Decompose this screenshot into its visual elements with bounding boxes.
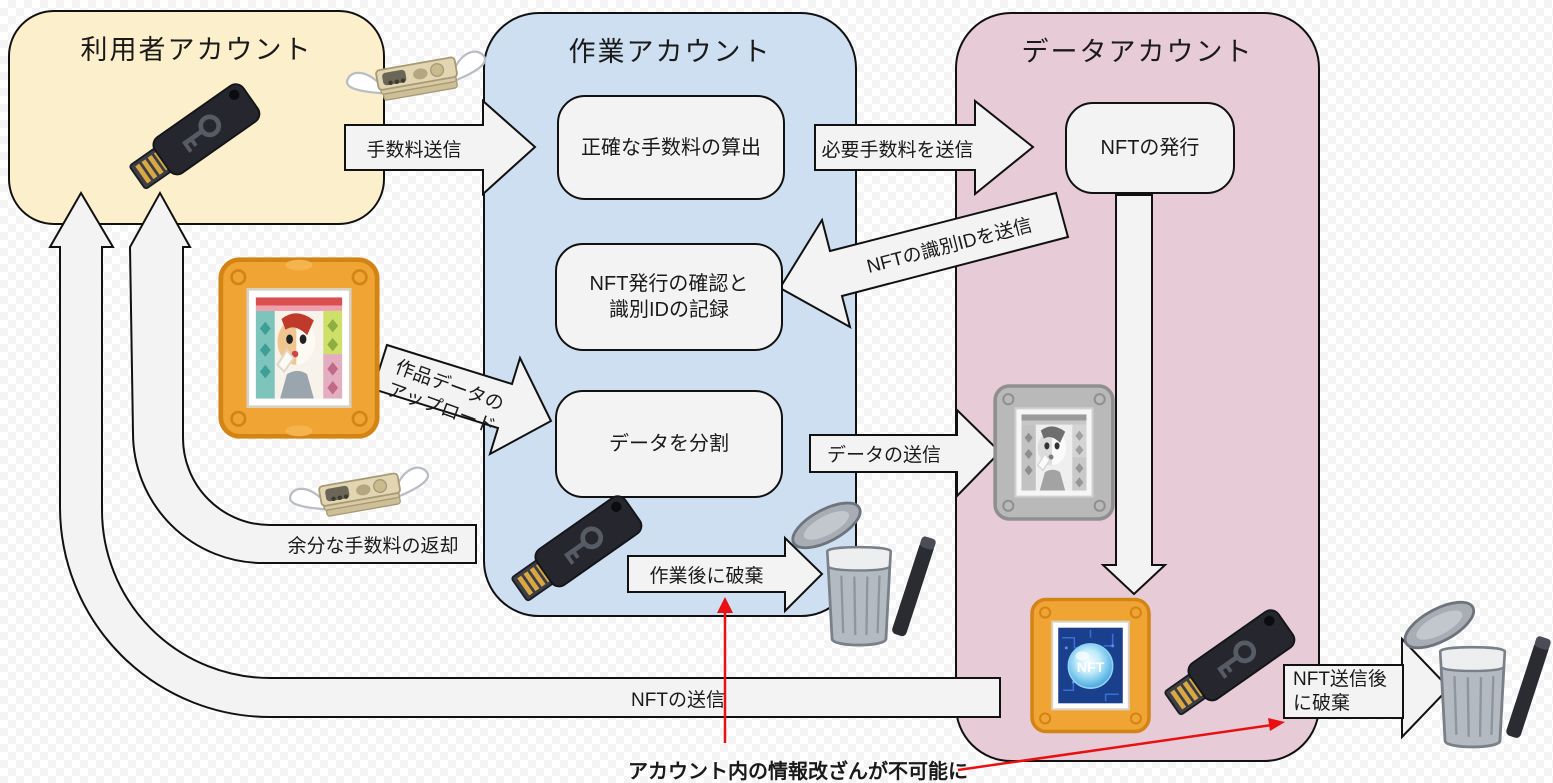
usb-key-user: [129, 83, 261, 190]
artwork-frame-color: [218, 257, 380, 439]
artwork-frame-gray: [993, 384, 1115, 521]
issue-nft-box: NFTの発行: [1065, 102, 1235, 194]
user-account-box: 利用者アカウント: [8, 10, 385, 225]
usb-key-icon: [511, 495, 643, 602]
send-data-label: データの送信: [826, 444, 941, 466]
send-fee-label: 手数料送信: [366, 139, 462, 161]
calc-fee-label: 正確な手数料の算出: [581, 136, 761, 159]
discard-after-send-line2: に破棄: [1293, 692, 1351, 714]
nft-frame: NFT: [1030, 597, 1151, 734]
trash-can-icon: [791, 501, 936, 647]
confirm-nft-label-line2: 識別IDの記録: [609, 299, 729, 321]
discard-after-work-label: 作業後に破棄: [649, 565, 764, 587]
winged-money-lower: [288, 466, 430, 517]
confirm-nft-box: NFT発行の確認と 識別IDの記録: [555, 243, 783, 351]
refund-excess-fee-label: 余分な手数料の返却: [287, 535, 459, 557]
nft-frame-icon: NFT: [1030, 597, 1151, 734]
artwork-frame-icon: [218, 257, 380, 439]
trash-can-icon: [1403, 600, 1551, 749]
usb-key-icon: [129, 83, 261, 190]
confirm-nft-label-line1: NFT発行の確認と: [589, 273, 749, 295]
usb-key-data: [1164, 609, 1296, 716]
winged-money-icon: [345, 50, 487, 101]
split-data-box: データを分割: [555, 390, 783, 498]
winged-money-top: [345, 50, 487, 101]
split-data-label: データを分割: [609, 433, 729, 455]
winged-money-icon: [288, 466, 430, 517]
issue-nft-label: NFTの発行: [1100, 137, 1200, 159]
calc-fee-box: 正確な手数料の算出: [557, 95, 785, 200]
usb-key-work: [511, 495, 643, 602]
tamper-proof-note: アカウント内の情報改ざんが不可能に: [628, 761, 968, 783]
artwork-frame-gray-icon: [993, 384, 1115, 521]
send-required-fee-label: 必要手数料を送信: [821, 139, 974, 161]
discard-after-send-line1: NFT送信後: [1293, 668, 1387, 690]
trash-can-right: [1403, 600, 1551, 749]
usb-key-icon: [1164, 609, 1296, 716]
trash-can-middle: [791, 501, 936, 647]
work-account-title: 作業アカウント: [568, 37, 772, 67]
nft-orb-label: NFT: [1077, 659, 1105, 675]
data-account-title: データアカウント: [1021, 37, 1254, 67]
send-nft-label: NFTの送信: [631, 689, 725, 711]
discard-after-send-box: NFT送信後 に破棄: [1283, 664, 1404, 719]
user-account-title: 利用者アカウント: [80, 35, 313, 65]
